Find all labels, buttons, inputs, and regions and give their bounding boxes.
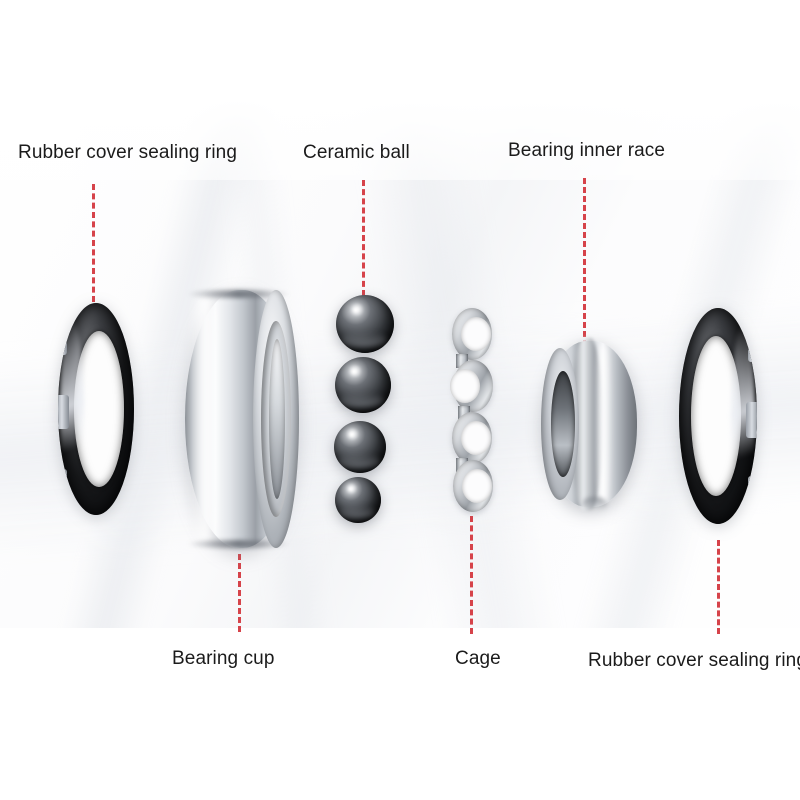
cage-pocket-opening: [461, 317, 491, 351]
background-bottom-wash: [0, 628, 800, 800]
ball-rim-light: [340, 332, 388, 348]
part-rubber-cover-sealing-ring-left: [58, 303, 134, 515]
part-bearing-cup: [185, 290, 299, 548]
label-bearing-cup: Bearing cup: [172, 648, 275, 669]
ball-rim-light: [339, 392, 385, 408]
ceramic-ball: [336, 295, 394, 353]
cup-edge-top: [187, 290, 291, 298]
ceramic-ball: [334, 421, 386, 473]
cup-highlight: [189, 295, 219, 543]
seal-rim-chip: [746, 402, 757, 438]
cage-pocket: [452, 412, 492, 464]
part-rubber-cover-sealing-ring-right: [679, 308, 757, 524]
leader-line-left-seal: [92, 184, 95, 302]
part-ceramic-balls: [328, 295, 404, 527]
part-cage: [450, 308, 496, 512]
leader-line-ceramic-ball: [362, 180, 365, 296]
label-rubber-cover-sealing-ring-left: Rubber cover sealing ring: [18, 142, 238, 163]
cup-bore-inner: [269, 339, 285, 499]
leader-line-cage: [470, 516, 473, 634]
cage-pocket-opening: [461, 421, 491, 455]
leader-line-bearing-cup: [238, 554, 241, 632]
ball-specular-highlight: [345, 483, 358, 494]
cage-pocket-opening: [450, 369, 480, 403]
part-bearing-inner-race: [541, 337, 637, 511]
seal-rim-chip: [748, 476, 756, 490]
label-bearing-inner-race: Bearing inner race: [508, 140, 666, 161]
race-highlight: [595, 345, 611, 502]
cage-pocket-opening: [462, 469, 492, 503]
leader-line-inner-race: [583, 178, 586, 346]
cage-pocket: [450, 360, 493, 412]
ball-specular-highlight: [348, 303, 365, 316]
ball-specular-highlight: [347, 364, 363, 378]
seal-rim-chip: [58, 395, 69, 429]
leader-line-right-seal: [717, 540, 720, 634]
ceramic-ball: [335, 477, 381, 523]
cage-pocket: [453, 460, 493, 512]
seal-rim-chip: [748, 348, 756, 362]
ball-rim-light: [338, 506, 376, 519]
cup-edge-bottom: [187, 540, 291, 548]
race-bore: [551, 370, 575, 478]
label-cage: Cage: [455, 648, 501, 669]
label-rubber-cover-sealing-ring-right: Rubber cover sealing ring: [588, 650, 800, 671]
background-top-wash: [0, 0, 800, 180]
seal-rim-chip: [59, 341, 67, 355]
ball-specular-highlight: [345, 428, 360, 440]
seal-rim-chip: [59, 469, 67, 483]
label-ceramic-ball: Ceramic ball: [303, 142, 410, 163]
ball-rim-light: [338, 454, 380, 468]
race-bottom-shade: [582, 497, 607, 511]
cage-pocket: [452, 308, 492, 360]
ceramic-ball: [335, 357, 391, 413]
